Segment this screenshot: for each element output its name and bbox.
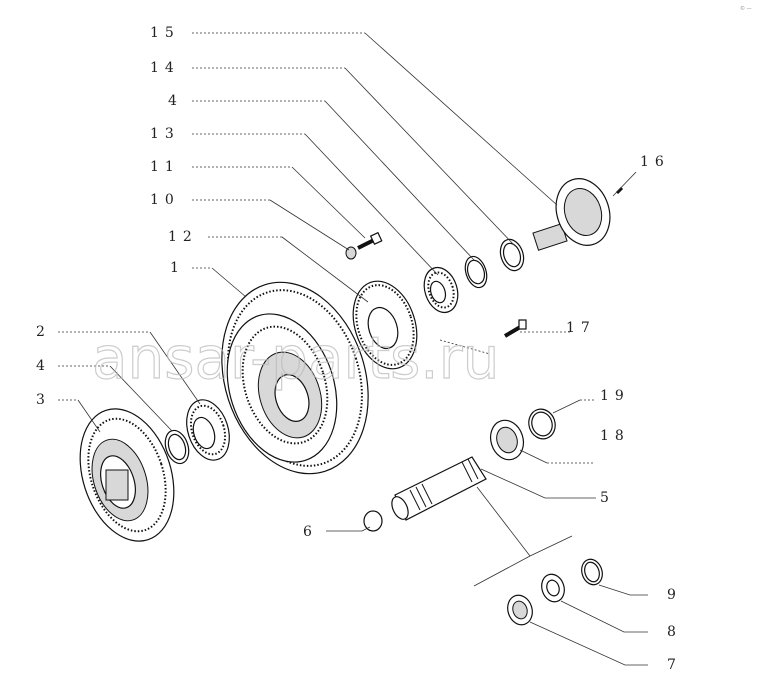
- callout-labels: 15 14 4 13 11 10 12 1 2 4 3 16 17 19 18 …: [36, 25, 682, 673]
- callout-9: 9: [667, 587, 682, 603]
- part-9-snap-ring: [581, 558, 603, 586]
- callout-12: 12: [168, 229, 198, 245]
- callout-5: 5: [600, 490, 615, 506]
- part-8-washer: [541, 573, 565, 603]
- part-6-snap-ring: [363, 510, 383, 532]
- part-3-flange: [79, 408, 175, 542]
- leader-lines: [58, 32, 648, 666]
- callout-13: 13: [150, 126, 180, 142]
- callout-17: 17: [566, 320, 596, 336]
- part-14-spacer: [499, 238, 525, 272]
- callout-8: 8: [667, 624, 682, 640]
- part-18-bearing: [489, 419, 525, 461]
- part-4-snap-ring-upper: [464, 255, 488, 289]
- callout-2: 2: [36, 324, 51, 340]
- part-1-drum-gear: [221, 281, 369, 475]
- callout-16: 16: [640, 154, 670, 170]
- callout-4-upper: 4: [168, 93, 183, 109]
- callout-18: 18: [600, 428, 630, 444]
- part-17-bolt: [503, 319, 527, 338]
- callout-1: 1: [170, 260, 185, 276]
- part-11-bolt: [357, 231, 383, 250]
- callout-6: 6: [303, 524, 318, 540]
- part-5-splined-shaft: [391, 456, 487, 521]
- callout-15: 15: [150, 25, 180, 41]
- callout-10: 10: [150, 192, 180, 208]
- part-16-pin: [615, 186, 624, 195]
- watermark: ansar-parts.ru: [92, 324, 499, 392]
- part-13-bearing: [423, 266, 459, 314]
- callout-19: 19: [600, 388, 630, 404]
- callout-7: 7: [667, 657, 682, 673]
- part-7-bearing: [507, 594, 533, 626]
- part-2-bearing: [186, 399, 230, 461]
- part-12-gear: [352, 280, 418, 370]
- callout-3: 3: [36, 392, 51, 408]
- callout-4-left: 4: [36, 358, 51, 374]
- callout-11: 11: [150, 159, 180, 175]
- part-15-flanged-shaft: [532, 178, 611, 251]
- part-19-snap-ring: [528, 408, 556, 440]
- callout-14: 14: [150, 60, 180, 76]
- corner-mark: © —: [740, 5, 752, 12]
